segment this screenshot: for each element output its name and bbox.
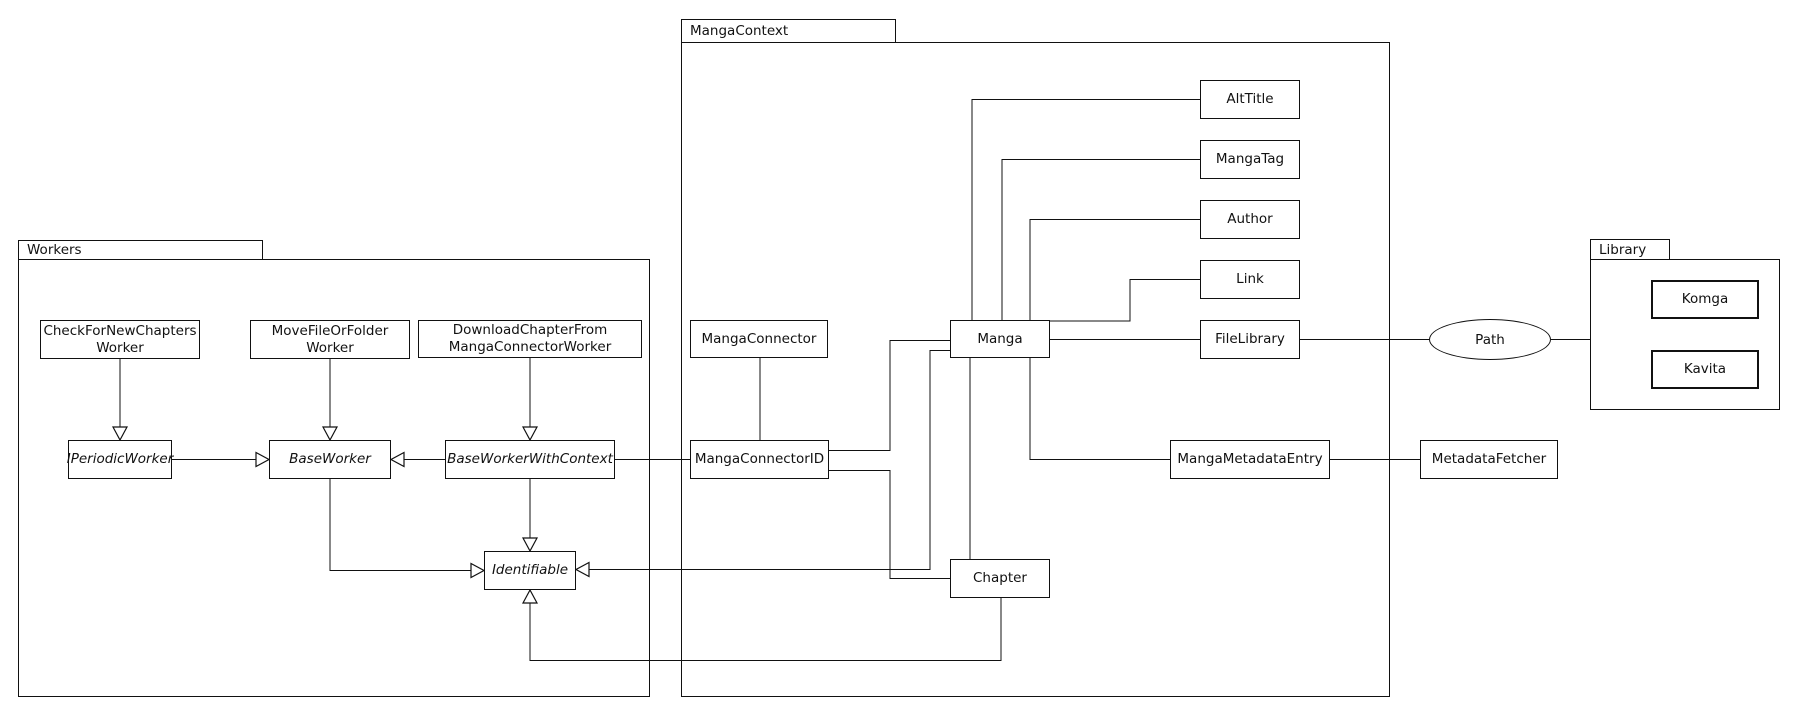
arrowhead-down-baseworkerwithcontext [521,426,539,442]
ellipse-path: Path [1429,319,1551,360]
edge-manga-author [1029,218,1200,320]
edge-baseworker-to-identifiable [329,479,471,572]
class-box-iperiodicworker: IPeriodicWorker [66,440,174,479]
class-box-identifiable: Identifiable [484,551,576,590]
class-label: Worker [306,339,354,356]
class-box-mangatag: MangaTag [1200,140,1300,179]
edge-manga-alttitle [971,98,1200,320]
package-body-library [1590,259,1780,410]
class-box-manga: Manga [950,320,1050,358]
class-label: MangaTag [1215,151,1285,167]
arrowhead-right-identifiable-left [470,562,486,579]
class-box-downloadchapterfrommangaconnectorworker: DownloadChapterFrom MangaConnectorWorker [418,320,642,358]
class-label: Identifiable [491,562,569,578]
class-box-alttitle: AltTitle [1200,80,1300,119]
class-label: Kavita [1683,361,1727,377]
arrowhead-down-identifiable-top [521,537,539,553]
arrowhead-up-identifiable-bottom [521,588,539,604]
class-label: CheckForNewChapters [43,322,197,339]
package-label-workers: Workers [27,242,82,258]
class-label: BaseWorkerWithContext [447,451,613,467]
class-box-movefileorfolderworker: MoveFileOrFolder Worker [250,320,410,359]
class-box-mangaconnectorid: MangaConnectorID [690,440,829,479]
class-label: MetadataFetcher [1431,451,1547,467]
class-box-mangaconnector: MangaConnector [690,320,828,358]
class-label: IPeriodicWorker [66,451,174,467]
arrowhead-down-baseworker [321,426,339,442]
edge-manga-mangametadataentry [1029,358,1170,461]
package-tab-library: Library [1590,239,1670,260]
class-box-link: Link [1200,260,1300,299]
class-box-kavita: Kavita [1651,350,1759,389]
class-box-baseworkerwithcontext: BaseWorkerWithContext [445,440,615,479]
edge-mangaconnectorid-chapter [829,469,950,580]
class-box-metadatafetcher: MetadataFetcher [1420,440,1558,479]
class-label: Worker [96,339,144,356]
edge-manga-mangatag [1001,158,1200,320]
class-label: DownloadChapterFrom [452,322,608,338]
ellipse-label: Path [1475,331,1505,348]
class-label: MangaConnector [701,330,817,347]
class-label: Link [1236,271,1264,287]
edge-chapter-to-identifiable [529,598,1002,662]
class-label: MangaMetadataEntry [1177,451,1323,467]
package-label-mangacontext: MangaContext [690,23,789,39]
class-label: Author [1227,211,1273,227]
class-label: AltTitle [1226,91,1274,107]
arrowhead-left-identifiable-right [574,561,590,578]
class-box-mangametadataentry: MangaMetadataEntry [1170,440,1330,479]
class-label: MangaConnectorWorker [448,339,612,355]
class-box-filelibrary: FileLibrary [1200,320,1300,359]
class-label: Chapter [973,570,1027,586]
class-label: Komga [1681,291,1729,307]
class-box-checkfornewchaptersworker: CheckForNewChapters Worker [40,320,200,359]
edge-mangaconnectorid-manga [829,339,950,452]
package-body-workers [18,259,650,697]
package-label-library: Library [1599,241,1647,258]
package-body-mangacontext [681,42,1390,697]
edge-manga-to-identifiable [589,349,950,571]
class-label: MoveFileOrFolder [271,322,389,339]
class-box-author: Author [1200,200,1300,239]
class-box-chapter: Chapter [950,559,1050,598]
class-box-komga: Komga [1651,280,1759,319]
edge-manga-link [1050,278,1200,322]
arrowhead-right-baseworker-left [255,451,271,468]
package-tab-mangacontext: MangaContext [681,19,896,43]
class-label: MangaConnectorID [694,451,825,467]
arrowhead-down-iperiodicworker [111,426,129,442]
arrowhead-left-baseworker-right [389,451,405,468]
class-label: BaseWorker [289,451,371,467]
class-label: FileLibrary [1215,331,1285,347]
class-box-baseworker: BaseWorker [269,440,391,479]
package-tab-workers: Workers [18,240,263,260]
class-label: Manga [977,330,1023,347]
